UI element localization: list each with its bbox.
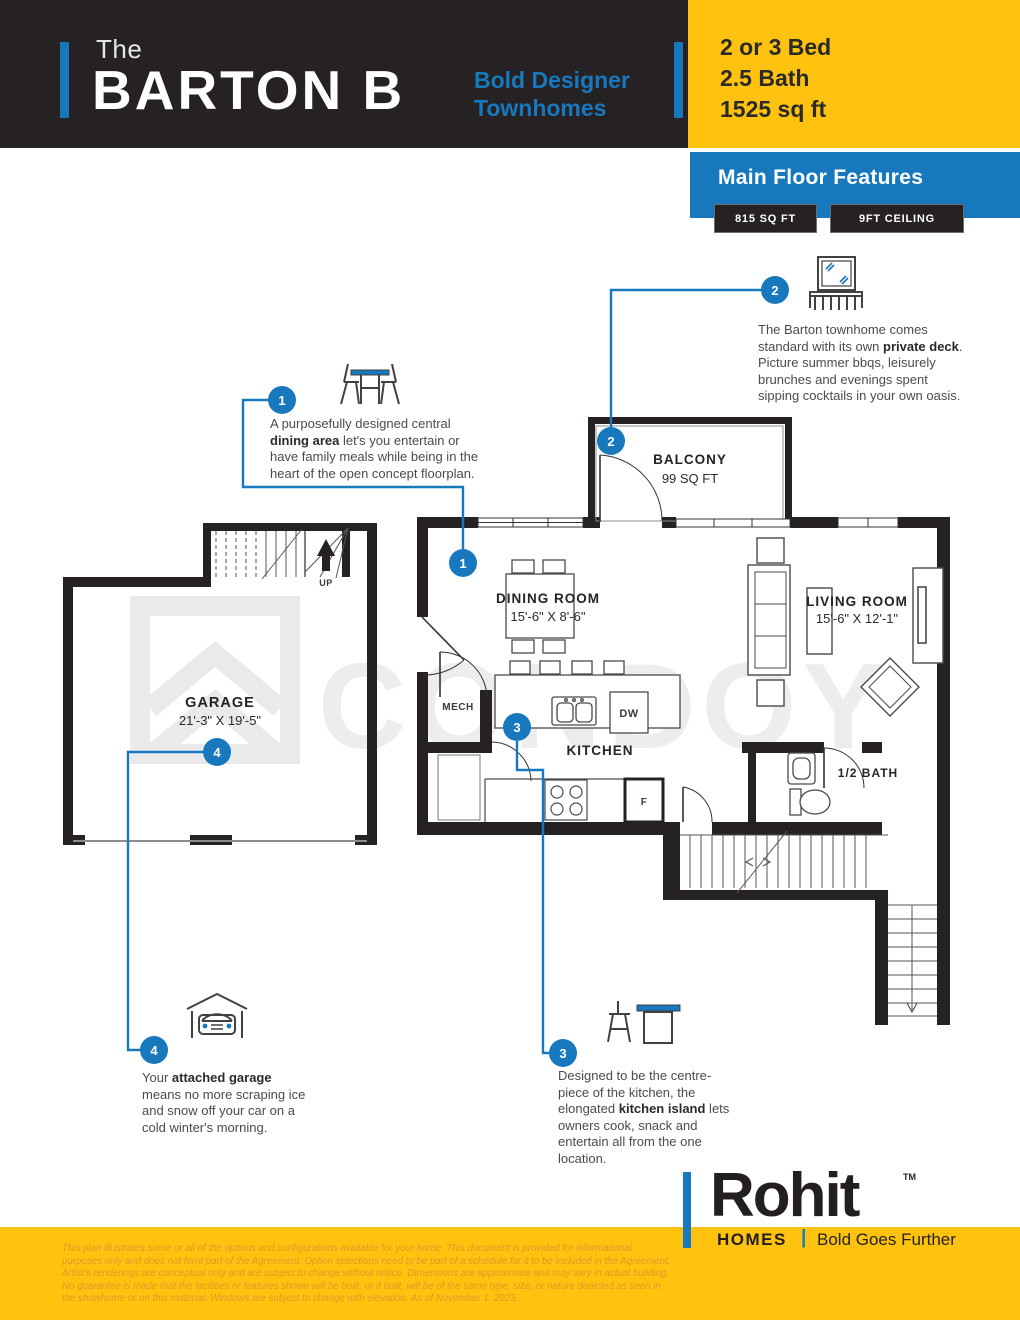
svg-text:4: 4 [150, 1043, 158, 1058]
callout-marker-3-plan: 3 [503, 713, 531, 741]
spec-sqft: 1525 sq ft [720, 96, 827, 122]
header-band: The BARTON B Bold Designer Townhomes [0, 0, 690, 148]
callout-leader-lines [126, 288, 761, 1055]
dishwasher-label: DW [619, 708, 638, 720]
living-label: LIVING ROOM [806, 594, 908, 609]
brand-name: Rohit [710, 1161, 860, 1230]
callout-1-text: A purposefully designed central dining a… [270, 416, 479, 481]
balcony-dim: 99 SQ FT [662, 471, 718, 486]
living-dim: 15'-6" X 12'-1" [816, 611, 899, 626]
garage-dim: 21'-3" X 19'-5" [179, 713, 262, 728]
half-bath-label: 1/2 BATH [838, 766, 898, 780]
entry-closet [437, 754, 481, 821]
svg-text:3: 3 [559, 1046, 566, 1061]
garage-stairs [215, 527, 349, 580]
spec-box: 2 or 3 Bed 2.5 Bath 1525 sq ft [688, 0, 1020, 148]
callout-marker-2-plan: 2 [597, 427, 625, 455]
plan-subtitle: Bold Designer Townhomes [474, 66, 630, 122]
living-furniture [747, 537, 944, 717]
callout-marker-4-text: 4 [140, 1036, 168, 1064]
callout-2-text: The Barton townhome comes standard with … [758, 322, 963, 403]
dining-label: DINING ROOM [496, 591, 600, 606]
subtitle-line1: Bold Designer [474, 67, 630, 93]
svg-text:2: 2 [607, 434, 614, 449]
svg-text:1: 1 [459, 556, 466, 571]
fridge-label: F [641, 797, 648, 808]
builder-logo-watermark [130, 596, 300, 764]
callout-4-text: Your attached garage means no more scrap… [142, 1070, 306, 1135]
brand-homes: HOMES [717, 1230, 787, 1249]
svg-text:2: 2 [771, 283, 778, 298]
dining-table-icon [340, 363, 400, 405]
callout-marker-1-plan: 1 [449, 549, 477, 577]
plan-title: BARTON B [92, 59, 406, 121]
spec-bath: 2.5 Bath [720, 65, 810, 91]
windows [477, 517, 899, 528]
up-label: UP [319, 578, 333, 588]
disclaimer-text: This plan illustrates some or all of the… [62, 1243, 671, 1305]
badge-ceiling: 9FT CEILING [830, 204, 964, 233]
spec-list: 2 or 3 Bed 2.5 Bath 1525 sq ft [720, 32, 831, 125]
header-accent-bar-right [674, 42, 683, 118]
svg-text:3: 3 [513, 720, 520, 735]
floorplan-drawing: CONDOY [63, 276, 950, 1067]
features-title: Main Floor Features [718, 166, 924, 189]
exterior-stairs [888, 904, 937, 1017]
callout-3-text: Designed to be the centre-piece of the k… [558, 1068, 730, 1166]
garage-label: GARAGE [185, 695, 255, 711]
callout-marker-3-text: 3 [549, 1039, 577, 1067]
brand-tagline: Bold Goes Further [817, 1230, 956, 1249]
doors [421, 454, 865, 823]
callout-marker-4-plan: 4 [203, 738, 231, 766]
bath-fixtures [787, 752, 831, 816]
up-arrow: UP [317, 539, 335, 588]
brand-trademark: TM [903, 1172, 916, 1182]
brand-divider: | [801, 1227, 807, 1248]
kitchen-island-icon [607, 1001, 681, 1044]
callout-marker-1-text: 1 [268, 386, 296, 414]
spec-beds: 2 or 3 Bed [720, 34, 832, 60]
subtitle-line2: Townhomes [474, 95, 607, 121]
interior-stairs [680, 830, 888, 894]
brand-accent-bar [683, 1172, 691, 1248]
main-unit-walls [417, 417, 950, 1025]
svg-text:1: 1 [278, 393, 285, 408]
dining-furniture [505, 559, 575, 654]
plan-prefix: The [96, 34, 143, 64]
footer-band [0, 1227, 1020, 1320]
private-deck-icon [809, 256, 863, 310]
mech-label: MECH [442, 702, 473, 713]
header-accent-bar-left [60, 42, 69, 118]
garage-car-icon [186, 992, 248, 1038]
badge-sqft: 815 SQ FT [714, 204, 817, 233]
dining-dim: 15'-6" X 8'-6" [511, 609, 586, 624]
svg-text:4: 4 [213, 745, 221, 760]
kitchen-counter [484, 777, 665, 824]
balcony-label: BALCONY [653, 452, 727, 467]
kitchen-label: KITCHEN [567, 743, 634, 758]
callout-marker-2-text: 2 [761, 276, 789, 304]
